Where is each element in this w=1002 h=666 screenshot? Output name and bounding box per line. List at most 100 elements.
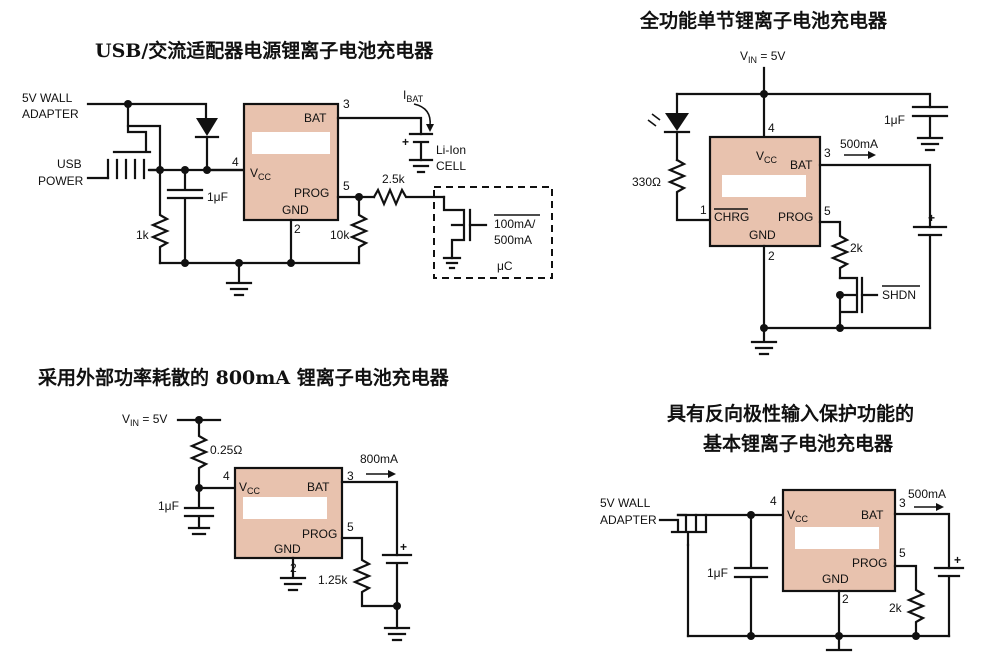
- resistor-1-25k: [340, 536, 399, 608]
- junction-dots-4: [747, 511, 920, 640]
- ic-usb-vcc-pin: VCC: [250, 166, 272, 182]
- current-label-2: 500mA: [840, 137, 878, 151]
- ic-rev-window: [795, 527, 879, 549]
- pin-3-num-4: 3: [899, 496, 906, 510]
- pin-5-num-4: 5: [899, 546, 906, 560]
- external-power-circuit: 采用外部功率耗散的 800mA 锂离子电池充电器 VIN = 5V 0.25Ω …: [38, 366, 450, 642]
- resistor-330: [667, 158, 712, 222]
- mode-label-1: 100mA/: [494, 217, 536, 231]
- cap-label-3: 1μF: [158, 499, 179, 513]
- top-rail: [675, 92, 932, 109]
- cell-label-2: CELL: [436, 159, 466, 173]
- ic-full-prog-pin: PROG: [778, 210, 813, 224]
- pin-3-num: 3: [343, 97, 350, 111]
- reverse-protect-title-1: 具有反向极性输入保护功能的: [667, 402, 914, 425]
- pin-4-num-2: 4: [768, 121, 775, 135]
- ic-ext-vcc-pin: VCC: [239, 480, 261, 496]
- usb-charger-circuit: USB/交流适配器电源锂离子电池充电器 5V WALL ADAPTER USB …: [22, 39, 553, 297]
- bat-wire-2: [818, 163, 932, 229]
- cap-label: 1μF: [207, 190, 228, 204]
- full-featured-circuit: 全功能单节锂离子电池充电器 VIN = 5V 1μF 330Ω VCC BAT …: [632, 9, 949, 356]
- pin-5-num-2: 5: [824, 204, 831, 218]
- cap-label-4: 1μF: [707, 566, 728, 580]
- r-prog-label-3: 1.25k: [318, 573, 348, 587]
- pin-5-num-3: 5: [347, 520, 354, 534]
- r-prog-label: 10k: [330, 228, 350, 242]
- microcontroller-box: [433, 186, 553, 279]
- resistor-2k-4: [893, 564, 926, 638]
- cap-1uf-4: [733, 513, 769, 638]
- ic-rev-bat-pin: BAT: [861, 508, 884, 522]
- reverse-pfet: [658, 513, 785, 638]
- cap-1uf-3: [183, 486, 215, 536]
- r-prog-label-2: 2k: [850, 241, 864, 255]
- ic-ext-bat-pin: BAT: [307, 480, 330, 494]
- pin-4-num-3: 4: [223, 469, 230, 483]
- bat-wire-4: [893, 512, 951, 570]
- ic-usb-gnd-pin: GND: [282, 203, 309, 217]
- ic-rev-vcc-pin: VCC: [787, 508, 809, 524]
- pin-4-num: 4: [232, 155, 239, 169]
- resistor-2k-2: [818, 220, 850, 280]
- battery-3: +: [381, 540, 413, 642]
- usb-charger-title: USB/交流适配器电源锂离子电池充电器: [95, 39, 434, 62]
- r-sense-label: 0.25Ω: [210, 443, 242, 457]
- led-indicator: [647, 92, 691, 162]
- pin-3-num-2: 3: [824, 146, 831, 160]
- ic-full-gnd-pin: GND: [749, 228, 776, 242]
- ground-bus-2: [762, 244, 932, 330]
- svg-text:+: +: [928, 211, 935, 225]
- junction-dots: [124, 100, 363, 267]
- wall-diode: [194, 118, 220, 172]
- ic-rev-gnd-pin: GND: [822, 572, 849, 586]
- ic-usb-window: [252, 132, 330, 154]
- battery-4: +: [933, 553, 965, 638]
- ic-full-window: [722, 175, 806, 197]
- bat-wire: [336, 116, 423, 136]
- junction-dots-3: [195, 416, 401, 610]
- cap-label-2: 1μF: [884, 113, 905, 127]
- usb-pfet: [106, 102, 246, 180]
- ground-symbol-2: [750, 326, 778, 356]
- r1-label: 1k: [136, 228, 150, 242]
- external-power-title: 采用外部功率耗散的 800mA 锂离子电池充电器: [38, 366, 450, 389]
- ic-usb-bat-pin: BAT: [304, 111, 327, 125]
- junction-dots-2: [760, 90, 844, 332]
- ground-symbol-3: [279, 556, 307, 592]
- wall-adapter-label-1: 5V WALL: [22, 91, 73, 105]
- svg-text:+: +: [402, 135, 409, 149]
- usb-power-label-1: USB: [57, 157, 82, 171]
- ground-symbol-4: [825, 589, 853, 652]
- pin-2-num: 2: [294, 222, 301, 236]
- resistor-2-5k: [372, 187, 446, 207]
- shdn-nfet: [838, 276, 879, 330]
- vin-label: VIN = 5V: [740, 49, 785, 65]
- uc-nfet: [442, 195, 488, 270]
- ic-rev-prog-pin: PROG: [852, 556, 887, 570]
- resistor-10k: [349, 195, 369, 265]
- wall-adapter-wire: [86, 102, 208, 120]
- ground-symbol: [225, 261, 253, 297]
- ic-ext-gnd-pin: GND: [274, 542, 301, 556]
- battery-2: +: [912, 211, 948, 330]
- ic-full-bat-pin: BAT: [790, 158, 813, 172]
- wall-adapter-label-4a: 5V WALL: [600, 496, 651, 510]
- current-label-3: 800mA: [360, 452, 398, 466]
- bat-wire-3: [340, 480, 399, 557]
- r-led-label: 330Ω: [632, 175, 661, 189]
- shdn-label: SHDN: [882, 288, 916, 302]
- ic-full-vcc-pin: VCC: [756, 149, 778, 165]
- reverse-protect-circuit: 具有反向极性输入保护功能的 基本锂离子电池充电器 5V WALL ADAPTER…: [600, 402, 965, 652]
- reverse-protect-title-2: 基本锂离子电池充电器: [702, 432, 894, 455]
- resistor-0-25: [189, 418, 237, 490]
- ic-usb-prog-pin: PROG: [294, 186, 329, 200]
- r-series-label: 2.5k: [382, 172, 406, 186]
- ibat-label: IBAT: [403, 88, 424, 104]
- cap-1uf: [166, 168, 204, 265]
- cell-label-1: Li-Ion: [436, 143, 466, 157]
- wall-adapter-label-2: ADAPTER: [22, 107, 79, 121]
- vin-label-3: VIN = 5V: [122, 412, 167, 428]
- pin-3-num-3: 3: [347, 469, 354, 483]
- pin-2-num-2: 2: [768, 249, 775, 263]
